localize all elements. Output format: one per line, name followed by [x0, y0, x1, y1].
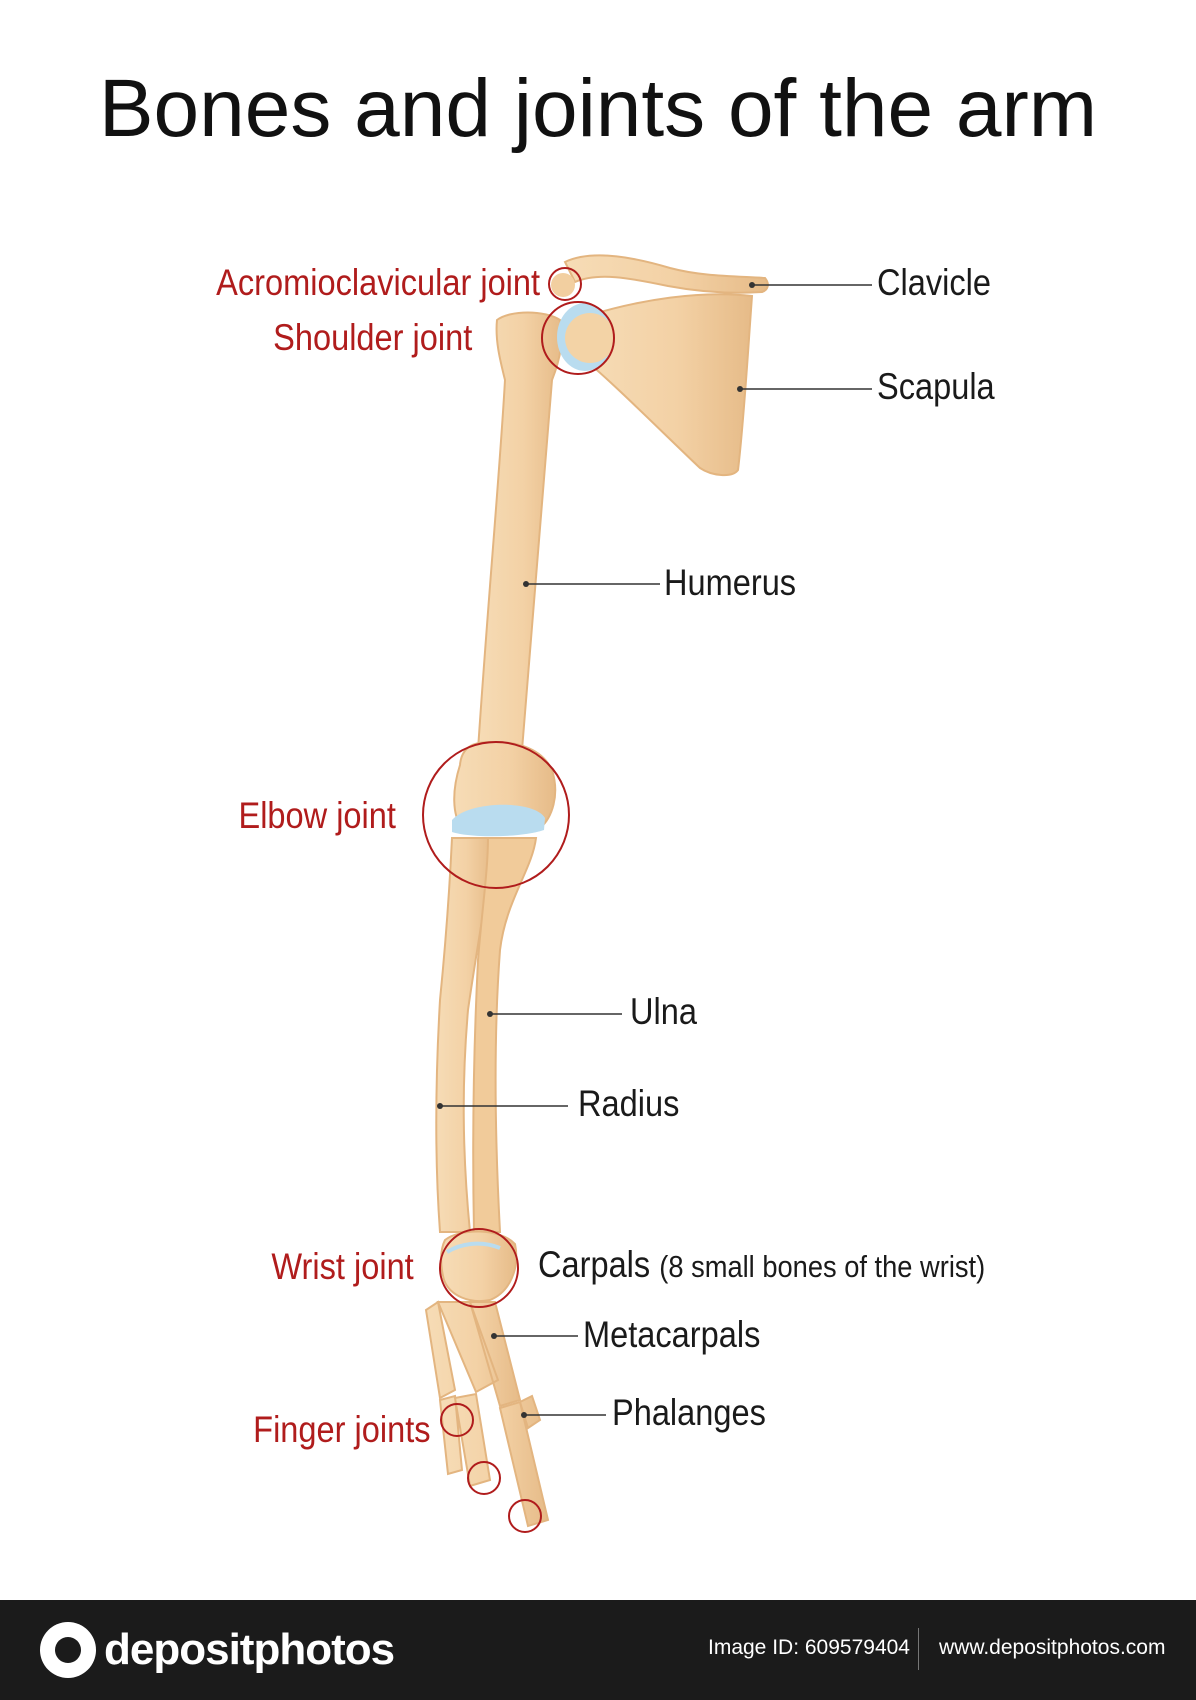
- label-scapula: Scapula: [877, 366, 995, 407]
- elbow-cartilage: [452, 804, 545, 837]
- label-shoulder-joint: Shoulder joint: [272, 317, 472, 358]
- site-link[interactable]: www.depositphotos.com: [939, 1636, 1166, 1659]
- logo-text: depositphotos: [104, 1625, 395, 1674]
- label-humerus: Humerus: [664, 562, 797, 603]
- label-clavicle: Clavicle: [877, 262, 992, 303]
- finger-joint-marker-1: [440, 1403, 474, 1437]
- shoulder-joint-marker: [541, 301, 615, 375]
- page-title: Bones and joints of the arm: [98, 63, 1098, 154]
- label-acromioclavicular-joint: Acromioclavicular joint: [216, 262, 540, 303]
- humeral-head: [565, 313, 615, 363]
- arm-skeleton-illustration: [422, 254, 872, 1533]
- footer-divider: [918, 1628, 919, 1670]
- label-finger-joints: Finger joints: [253, 1409, 431, 1450]
- wrist-cartilage: [445, 1241, 501, 1254]
- humerus-bone: [476, 311, 563, 751]
- footer-bar: depositphotos Image ID: 609579404 www.de…: [0, 1600, 1196, 1700]
- clavicle-bone: [563, 254, 769, 294]
- acromion-bone: [551, 273, 575, 297]
- label-wrist-joint: Wrist joint: [271, 1246, 414, 1287]
- metacarpals-bones: [424, 1300, 522, 1408]
- phalanges-bones: [438, 1392, 550, 1528]
- label-carpals-name: Carpals: [538, 1244, 651, 1285]
- label-carpals-note: (8 small bones of the wrist): [659, 1249, 986, 1284]
- elbow-joint-marker: [422, 741, 570, 889]
- label-phalanges: Phalanges: [612, 1392, 766, 1433]
- acromioclavicular-joint-marker: [548, 267, 582, 301]
- finger-joint-marker-3: [508, 1499, 542, 1533]
- ulna-bone: [472, 837, 538, 1233]
- wrist-joint-marker: [439, 1228, 519, 1308]
- scapula-bone: [583, 293, 754, 476]
- label-metacarpals: Metacarpals: [583, 1314, 761, 1355]
- camera-icon: [40, 1622, 96, 1678]
- label-elbow-joint: Elbow joint: [238, 795, 396, 836]
- label-carpals: Carpals (8 small bones of the wrist): [538, 1245, 985, 1287]
- finger-joint-marker-2: [467, 1461, 501, 1495]
- label-ulna: Ulna: [630, 991, 697, 1032]
- depositphotos-logo[interactable]: depositphotos: [40, 1622, 395, 1678]
- image-id: Image ID: 609579404: [708, 1636, 910, 1659]
- label-radius: Radius: [578, 1083, 680, 1124]
